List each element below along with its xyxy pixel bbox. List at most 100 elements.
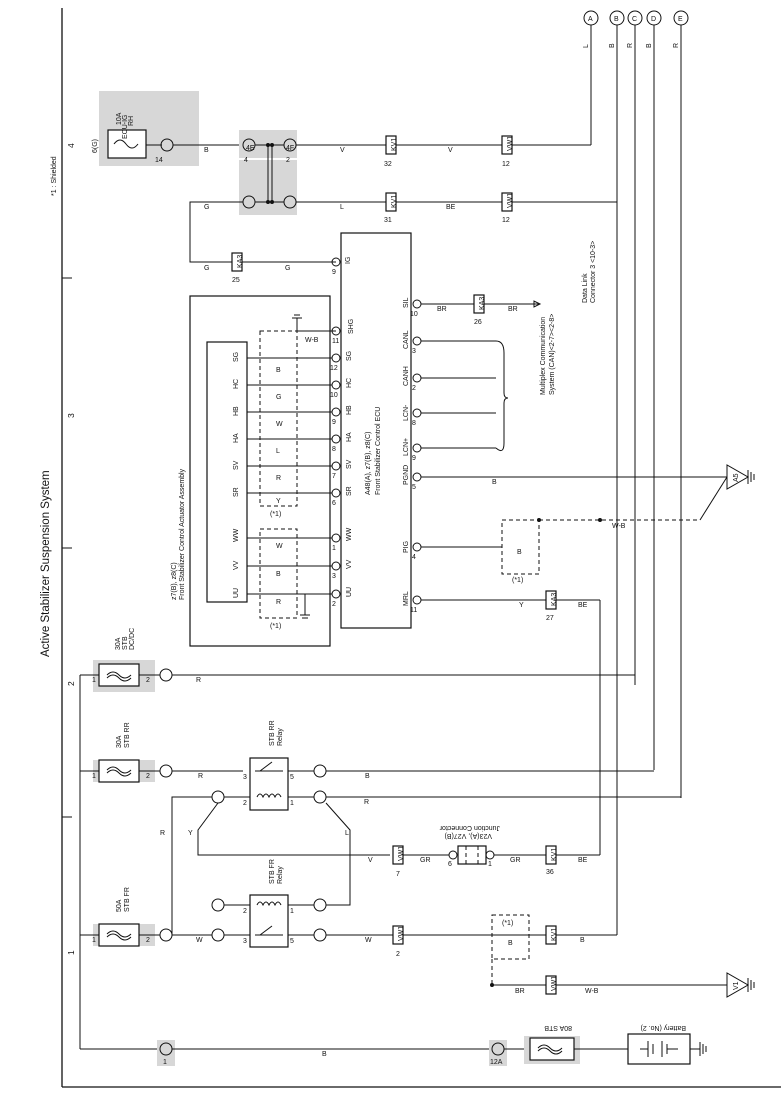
wire-l-coil: L: [345, 830, 349, 837]
fr-relay-pin-3: 3: [243, 938, 247, 945]
stb-rr-fuse[interactable]: [98, 759, 140, 783]
pin-1-shade: [157, 1040, 175, 1066]
wire-l: L: [340, 204, 344, 211]
svg-text:6: 6: [332, 500, 336, 507]
actuator-shield-box-1: [259, 330, 298, 507]
vw1-pin-12b: 12: [502, 217, 510, 224]
ecu-pin-mrl-num: 11: [410, 607, 417, 614]
multiplex-line1: Multiplex Communication: [540, 317, 547, 395]
wire-b-fr: B: [580, 937, 585, 944]
wire-color-c: R: [627, 43, 634, 48]
wire-gr-1: GR: [420, 857, 431, 864]
wire-color-b: B: [609, 43, 616, 48]
connector-d[interactable]: D: [646, 10, 662, 26]
vw1-pin-2: 2: [396, 951, 400, 958]
wire-v-1: V: [340, 147, 345, 154]
rr-relay-pin-2: 2: [243, 800, 247, 807]
svg-text:R: R: [276, 599, 281, 606]
kv1-connector-top[interactable]: [385, 135, 397, 155]
ka3-connector-sil[interactable]: [473, 294, 485, 314]
jb-4e-label: 4E: [246, 145, 255, 152]
battery-no2: [627, 1033, 691, 1065]
wire-be-top: BE: [446, 204, 456, 211]
ecu-pin-lcn-minus-num: 8: [412, 420, 416, 427]
stb-fr-fuse[interactable]: [98, 923, 140, 947]
dcdc-fuse-line3: DC/DC: [129, 628, 136, 650]
svg-text:L: L: [276, 448, 280, 455]
stb-80a-label: 80A STB: [544, 1024, 572, 1031]
vw1-label-top: VW1: [507, 136, 514, 151]
pin-12a-shade: [489, 1040, 507, 1066]
ecu-pin-lcn-plus: LCN+: [403, 438, 410, 456]
vw1-pin-12: 12: [502, 161, 510, 168]
front-stabilizer-ecu: [340, 232, 412, 629]
vw1-pin-7: 7: [396, 871, 400, 878]
svg-text:SG: SG: [346, 351, 353, 361]
wire-br-ground: BR: [515, 988, 525, 995]
stb-fr-relay[interactable]: [249, 894, 289, 948]
connector-e[interactable]: E: [673, 10, 689, 26]
actuator-shield-tag-2: (*1): [270, 623, 281, 630]
kv1-connector-2[interactable]: [385, 192, 397, 212]
ka3-label-mrl: KA3: [551, 593, 558, 606]
ka3-connector-ig[interactable]: [231, 252, 243, 272]
stb-80a-fuse[interactable]: [529, 1037, 575, 1061]
vw1-label-2: VW1: [507, 193, 514, 208]
wire-color-e: R: [673, 43, 680, 48]
wire-g-1: G: [204, 204, 209, 211]
wire-gr-2: GR: [510, 857, 521, 864]
svg-text:VV: VV: [346, 559, 353, 569]
ecu-left-pins: SG HC HB HA SV SR WW VV UU 12 10 9 8 7 6…: [330, 351, 353, 608]
svg-text:D: D: [651, 16, 656, 23]
svg-text:UU: UU: [346, 587, 353, 597]
fr-relay-pin-2: 2: [243, 908, 247, 915]
fr-relay-line1: STB FR: [269, 859, 276, 884]
ecu-pin-canl: CANL: [403, 330, 410, 349]
wire-g-3: G: [285, 265, 290, 272]
fr-relay-pin-5: 5: [290, 938, 294, 945]
vw1-connector-2[interactable]: [501, 192, 513, 212]
ecu-pin-mrl: MRL: [403, 591, 410, 606]
svg-text:SV: SV: [346, 459, 353, 469]
ecu-left-pin-shg-num: 11: [332, 338, 339, 345]
connector-c[interactable]: C: [627, 10, 643, 26]
ecu-pin-sil-num: 10: [410, 311, 418, 318]
kv1-label-fr: KV1: [551, 928, 558, 941]
fr-shield-wire: B: [508, 940, 513, 947]
rr-fuse-pin-1: 1: [92, 773, 96, 780]
batt-pin-12a: 12A: [490, 1059, 503, 1066]
rr-relay-line2: Relay: [277, 728, 284, 746]
ka3-connector-mrl[interactable]: [545, 590, 557, 610]
svg-text:12: 12: [330, 365, 338, 372]
ka3-pin-25: 25: [232, 277, 240, 284]
kv1-label-top: KV1: [391, 138, 398, 151]
ka3-label-ig: KA3: [237, 255, 244, 268]
stb-rr-relay[interactable]: [249, 757, 289, 811]
ecu-pin-sil: SIL: [403, 297, 410, 308]
vw1-label-junction: VW1: [398, 846, 405, 861]
ecu-pin-lcn-plus-num: 9: [412, 455, 416, 462]
connector-b[interactable]: B: [609, 10, 625, 26]
actuator-inner-block: [206, 341, 248, 603]
data-link-line2: Connector 3 <10-3>: [590, 241, 597, 303]
wire-wb-pig: W-B: [612, 523, 626, 530]
kv1-pin-31: 31: [384, 217, 392, 224]
ecu-pin-canh-num: 2: [412, 385, 416, 392]
ecu-pin-pig: PIG: [403, 541, 410, 553]
wire-r-rr-coil: R: [364, 799, 369, 806]
junction-connector[interactable]: [457, 845, 487, 865]
wire-w-fr: W: [196, 937, 203, 944]
rr-fuse-pin-2: 2: [146, 773, 150, 780]
ecu-pin-pgnd: PGND: [403, 465, 410, 485]
svg-text:VV: VV: [233, 560, 240, 570]
vw1-connector-top[interactable]: [501, 135, 513, 155]
dcdc-fuse-pin-2: 2: [146, 677, 150, 684]
svg-text:SG: SG: [233, 352, 240, 362]
svg-text:WW: WW: [233, 528, 240, 542]
fr-shield-tag: (*1): [502, 920, 513, 927]
actuator-wire-colors: B G W L R Y W B R: [276, 367, 283, 606]
connector-a[interactable]: A: [583, 10, 599, 26]
svg-text:HA: HA: [233, 433, 240, 443]
kv1-pin-32: 32: [384, 161, 392, 168]
svg-text:UU: UU: [233, 588, 240, 598]
